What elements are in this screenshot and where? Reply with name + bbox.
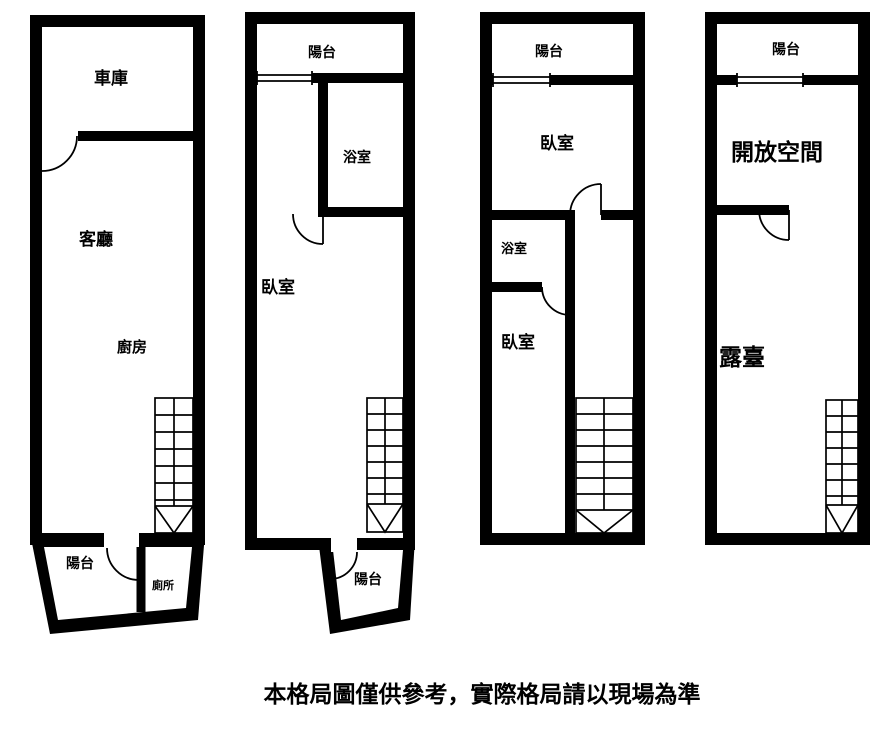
unit-3-plan: 陽台 臥室 浴室 臥室 (480, 12, 645, 545)
label-bedroom-upper: 臥室 (540, 133, 574, 153)
label-balcony: 陽台 (535, 43, 563, 59)
label-bedroom-lower: 臥室 (501, 332, 535, 352)
door-swing-icon (569, 183, 602, 216)
label-open-space: 開放空間 (731, 139, 823, 165)
label-garage: 車庫 (94, 68, 128, 88)
stairs-icon (366, 397, 404, 534)
label-bathroom: 浴室 (343, 149, 371, 165)
door-swing-icon (106, 547, 140, 581)
label-balcony-top: 陽台 (308, 44, 336, 60)
label-toilet: 廁所 (152, 578, 174, 592)
unit-4-plan: 陽台 開放空間 露臺 (705, 12, 870, 545)
label-balcony-bottom: 陽台 (354, 571, 382, 587)
window-icon (256, 71, 313, 85)
label-living-room: 客廳 (78, 229, 113, 249)
stairs-icon (154, 397, 194, 535)
label-kitchen: 廚房 (117, 338, 147, 356)
unit-2-plan: 陽台 浴室 臥室 陽台 (245, 12, 415, 634)
label-balcony: 陽台 (772, 41, 800, 57)
window-icon (492, 73, 551, 87)
caption-text: 本格局圖僅供參考，實際格局請以現場為準 (264, 681, 701, 707)
door-swing-icon (292, 213, 324, 245)
unit3-outer-wall (480, 12, 645, 545)
label-bathroom: 浴室 (501, 241, 527, 256)
window-icon (736, 73, 804, 87)
stairs-icon (825, 399, 859, 535)
label-terrace: 露臺 (719, 344, 765, 370)
unit2-annex-door-opening (331, 536, 357, 552)
label-balcony: 陽台 (66, 555, 94, 571)
stairs-icon (575, 397, 634, 535)
unit1-annex-door-opening (104, 531, 139, 548)
unit1-annex-interior (44, 547, 192, 620)
unit4-outer-wall (705, 12, 870, 545)
door-swing-icon (329, 551, 358, 580)
door-swing-icon (41, 135, 78, 172)
label-bedroom: 臥室 (261, 277, 295, 297)
unit2-balcony-annex-interior (333, 550, 403, 620)
door-swing-icon (758, 209, 790, 241)
unit-1-plan: 車庫 客廳 廚房 陽台 廁所 (30, 15, 205, 634)
